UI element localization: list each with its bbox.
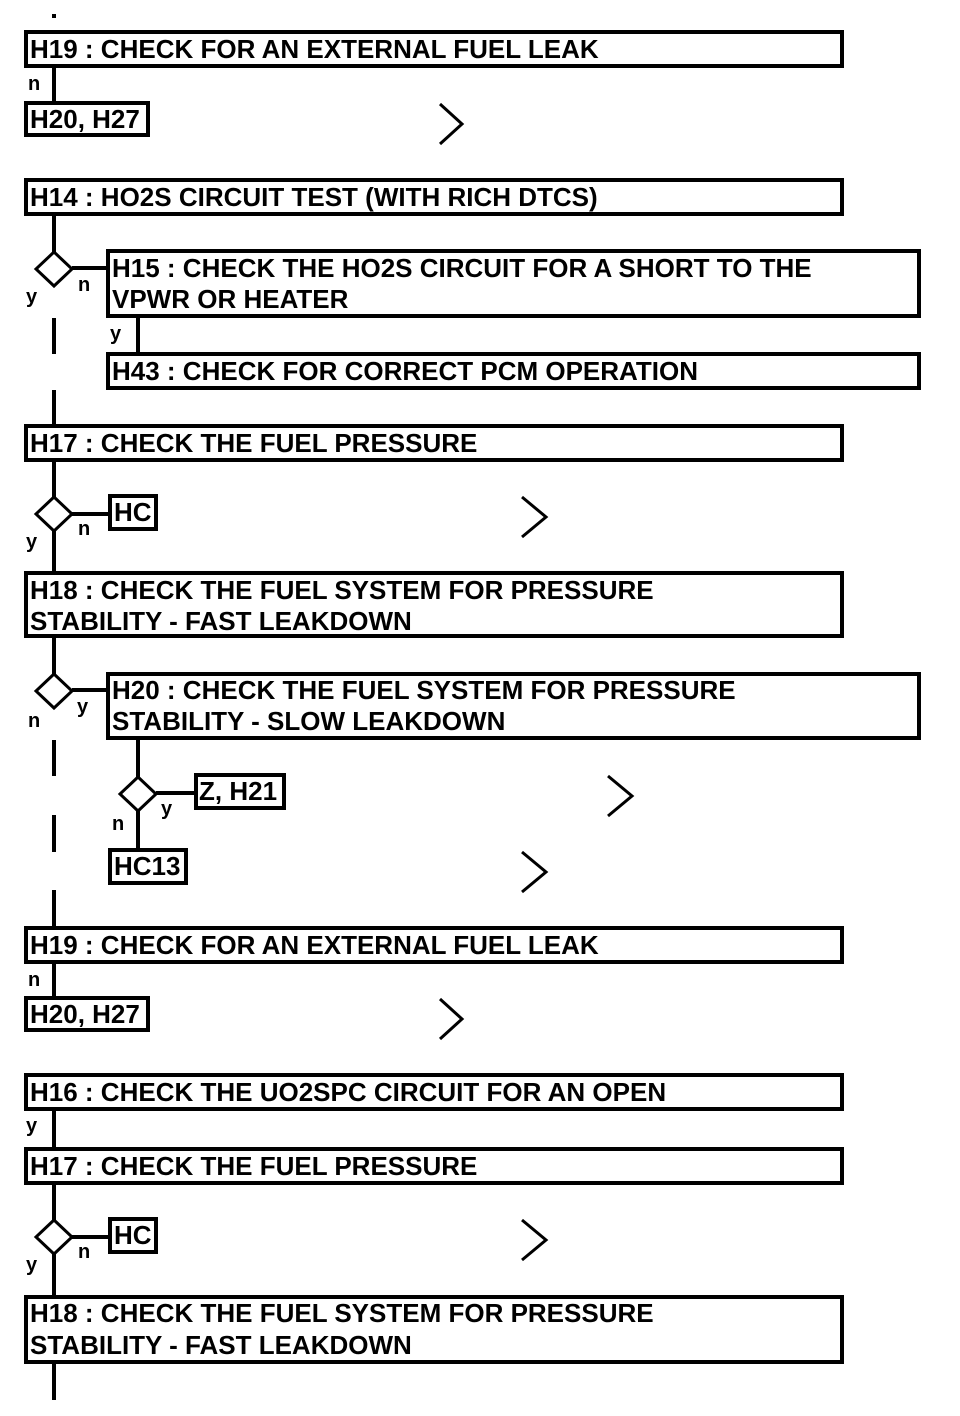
- step-h43-text: H43 : CHECK FOR CORRECT PCM OPERATION: [112, 356, 698, 386]
- step-box-h16: [24, 1073, 844, 1111]
- ref-box-hc-a: [108, 494, 158, 531]
- decision-diamond: [33, 249, 75, 289]
- branch-label-n: n: [112, 813, 124, 835]
- step-h18a-text-line1: H18 : CHECK THE FUEL SYSTEM FOR PRESSURE: [30, 575, 654, 605]
- step-h20-text-line1: H20 : CHECK THE FUEL SYSTEM FOR PRESSURE: [112, 675, 736, 705]
- ref-hc-b-text: HC: [114, 1220, 152, 1250]
- step-h15-text-line2: VPWR OR HEATER: [112, 284, 349, 314]
- decision-diamond: [33, 494, 75, 534]
- branch-label-y: y: [26, 1254, 38, 1276]
- decision-diamond: [117, 774, 159, 814]
- ref-box-hc-b: [108, 1217, 158, 1254]
- step-box-h18a: [24, 571, 844, 638]
- step-h19a-text: H19 : CHECK FOR AN EXTERNAL FUEL LEAK: [30, 34, 599, 64]
- ref-hc-a-text: HC: [114, 497, 152, 527]
- step-box-h17b: [24, 1147, 844, 1185]
- branch-label-y: y: [161, 798, 173, 820]
- step-h19b-text: H19 : CHECK FOR AN EXTERNAL FUEL LEAK: [30, 930, 599, 960]
- branch-label-y: y: [26, 1115, 38, 1137]
- chevron-right-icon: [521, 495, 549, 539]
- ref-z-h21-text: Z, H21: [199, 776, 277, 806]
- chevron-right-icon: [438, 997, 465, 1041]
- step-h15-text-line1: H15 : CHECK THE HO2S CIRCUIT FOR A SHORT…: [112, 253, 812, 283]
- branch-label-y: y: [77, 696, 89, 718]
- branch-label-y: y: [26, 286, 38, 308]
- ref-hc13-text: HC13: [114, 851, 180, 881]
- ref-box-z-h21: [194, 773, 286, 810]
- step-h18a-text-line2: STABILITY - FAST LEAKDOWN: [30, 606, 412, 636]
- step-h17a-text: H17 : CHECK THE FUEL PRESSURE: [30, 428, 477, 458]
- step-h18b-text-line2: STABILITY - FAST LEAKDOWN: [30, 1330, 412, 1360]
- branch-label-n: n: [28, 73, 40, 95]
- step-h14-text: H14 : HO2S CIRCUIT TEST (WITH RICH DTCS): [30, 182, 598, 212]
- branch-label-n: n: [78, 518, 90, 540]
- branch-label-y: y: [110, 323, 122, 345]
- step-h17b-text: H17 : CHECK THE FUEL PRESSURE: [30, 1151, 477, 1181]
- step-box-h43: [106, 352, 921, 390]
- decision-diamond: [33, 1217, 75, 1257]
- step-box-h15: [106, 249, 921, 318]
- step-box-h19a: [24, 30, 844, 68]
- chevron-right-icon: [607, 774, 635, 818]
- chevron-right-icon: [521, 850, 549, 894]
- step-box-h14: [24, 178, 844, 216]
- ref-box-hc13: [108, 848, 188, 885]
- branch-label-n: n: [78, 274, 90, 296]
- ref-h20-h27-b-text: H20, H27: [30, 999, 140, 1029]
- step-box-h19b: [24, 926, 844, 964]
- step-h20-text-line2: STABILITY - SLOW LEAKDOWN: [112, 706, 505, 736]
- step-h16-text: H16 : CHECK THE UO2SPC CIRCUIT FOR AN OP…: [30, 1077, 666, 1107]
- chevron-right-icon: [438, 102, 465, 146]
- step-h18b-text-line1: H18 : CHECK THE FUEL SYSTEM FOR PRESSURE: [30, 1298, 654, 1328]
- branch-label-n: n: [28, 969, 40, 991]
- step-box-h18b: [24, 1295, 844, 1364]
- decision-diamond: [33, 671, 75, 711]
- branch-label-n: n: [78, 1241, 90, 1263]
- step-box-h20: [106, 672, 921, 740]
- ref-box-h20-h27-b: [24, 996, 150, 1032]
- branch-label-n: n: [28, 710, 40, 732]
- branch-label-y: y: [26, 531, 38, 553]
- step-box-h17a: [24, 424, 844, 462]
- chevron-right-icon: [521, 1218, 549, 1262]
- ref-box-h20-h27-a: [24, 101, 150, 137]
- ref-h20-h27-a-text: H20, H27: [30, 104, 140, 134]
